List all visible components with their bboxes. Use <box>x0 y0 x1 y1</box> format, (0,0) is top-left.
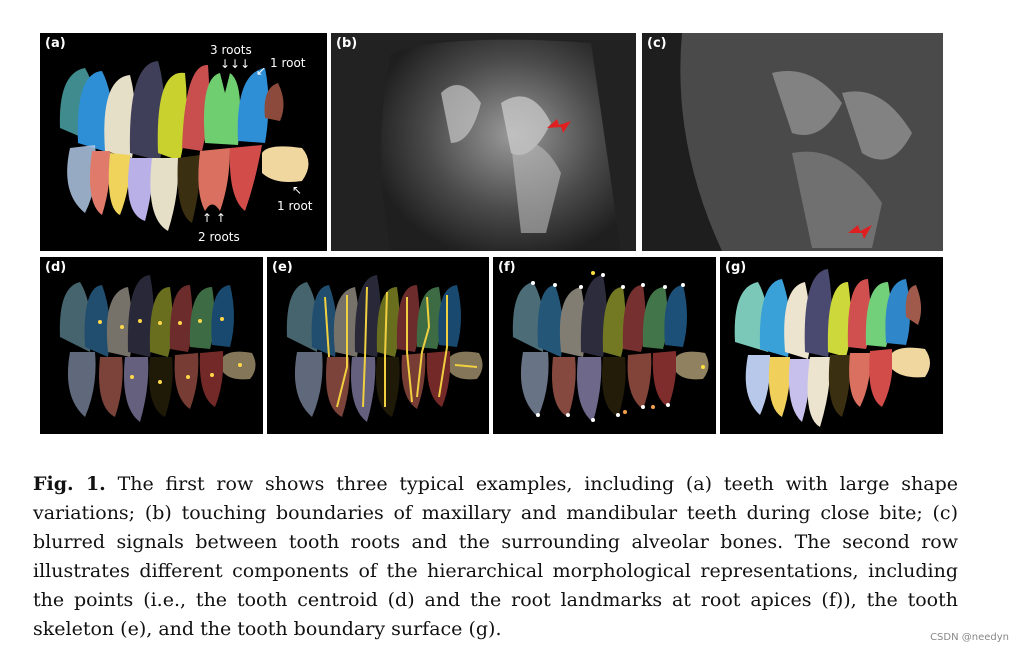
figure-caption: Fig. 1. The first row shows three typica… <box>33 470 958 644</box>
panel-e: (e) <box>267 257 489 434</box>
ct-slice-image <box>642 33 943 251</box>
panel-f: (f) <box>493 257 716 434</box>
panel-label-e: (e) <box>272 260 293 275</box>
annotation-two-roots: 2 roots <box>198 230 240 244</box>
caption-label: Fig. 1. <box>33 473 106 495</box>
annotation-one-root-bottom: 1 root <box>277 199 313 213</box>
panel-c: (c) <box>642 33 943 251</box>
tooth-surface-render <box>734 269 930 427</box>
arrow-icon: ↖ <box>292 183 303 197</box>
arrow-up-icon: ↑ ↑ <box>202 211 226 225</box>
root-landmarks-render <box>512 271 709 422</box>
panel-g: (g) <box>720 257 943 434</box>
panel-label-b: (b) <box>336 36 358 51</box>
panel-label-d: (d) <box>45 260 67 275</box>
panel-label-g: (g) <box>725 260 747 275</box>
teeth-3d-render <box>59 61 309 231</box>
panel-label-c: (c) <box>647 36 667 51</box>
teeth-centroid-render <box>59 275 256 422</box>
ct-slice-image <box>331 33 636 251</box>
panel-a: (a) 3 roots ↓↓↓ 1 root ↙ ↖ 1 root ↑ ↑ 2 … <box>40 33 327 251</box>
panel-d: (d) <box>40 257 263 434</box>
panel-b: (b) <box>331 33 636 251</box>
annotation-three-roots: 3 roots <box>210 43 252 57</box>
teeth-skeleton-render <box>286 275 483 422</box>
watermark: CSDN @needyn <box>930 632 1009 643</box>
annotation-one-root-top: 1 root <box>270 56 306 70</box>
arrow-icon: ↙ <box>256 64 267 78</box>
panel-label-f: (f) <box>498 260 516 275</box>
caption-text: The first row shows three typical exampl… <box>33 473 958 640</box>
panel-label-a: (a) <box>45 36 66 51</box>
arrow-down-icon: ↓↓↓ <box>220 57 251 71</box>
